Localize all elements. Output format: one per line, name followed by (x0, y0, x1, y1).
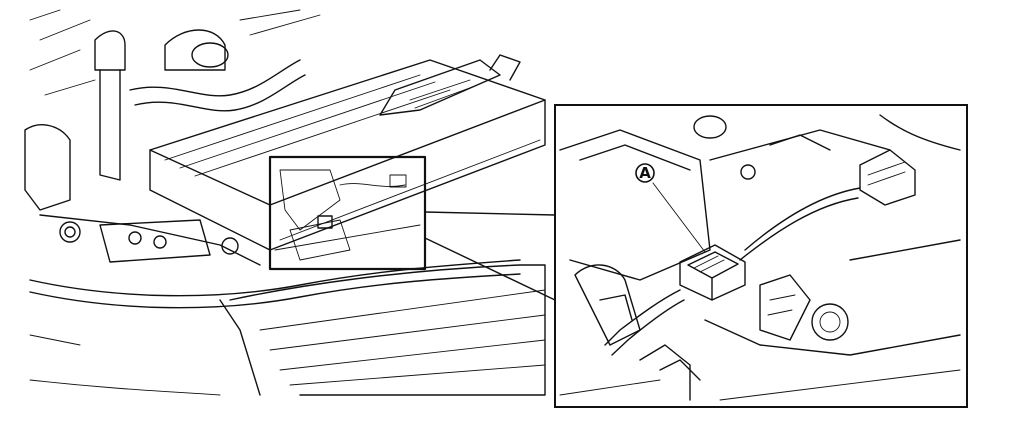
callout-a-label: A (639, 164, 651, 182)
detail-area-box (268, 155, 427, 271)
callout-a: A (635, 163, 655, 183)
detail-view (559, 114, 961, 401)
engine-bay-overview (24, 9, 546, 396)
detail-view-frame (554, 104, 968, 408)
detail-area-contents (274, 169, 421, 261)
zoom-line-bottom (424, 237, 556, 301)
connector-a (679, 244, 746, 301)
zoom-line-top (424, 211, 556, 216)
